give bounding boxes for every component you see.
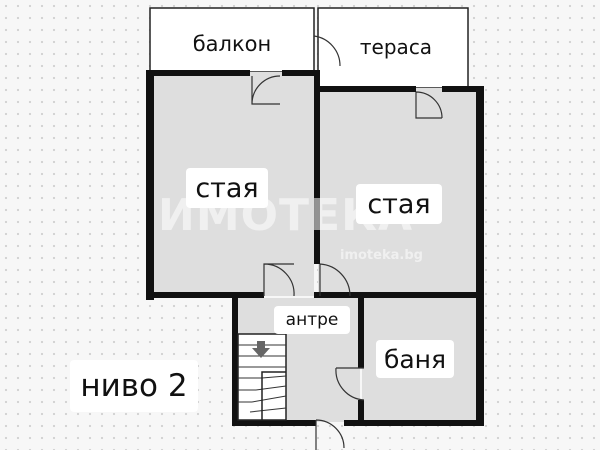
hallway-label: антре [274,306,350,334]
terrace-label: тераса [348,32,444,62]
level-label: ниво 2 [70,360,198,412]
balcony-label: балкон [186,28,278,60]
walls [146,70,484,426]
stairs-down-arrow-icon [252,341,270,358]
room-left-label: стая [186,168,268,208]
watermark-domain: imoteka.bg [340,248,423,263]
bathroom-label: баня [376,340,454,378]
door-swings [251,35,443,450]
room-right-label: стая [356,184,442,224]
